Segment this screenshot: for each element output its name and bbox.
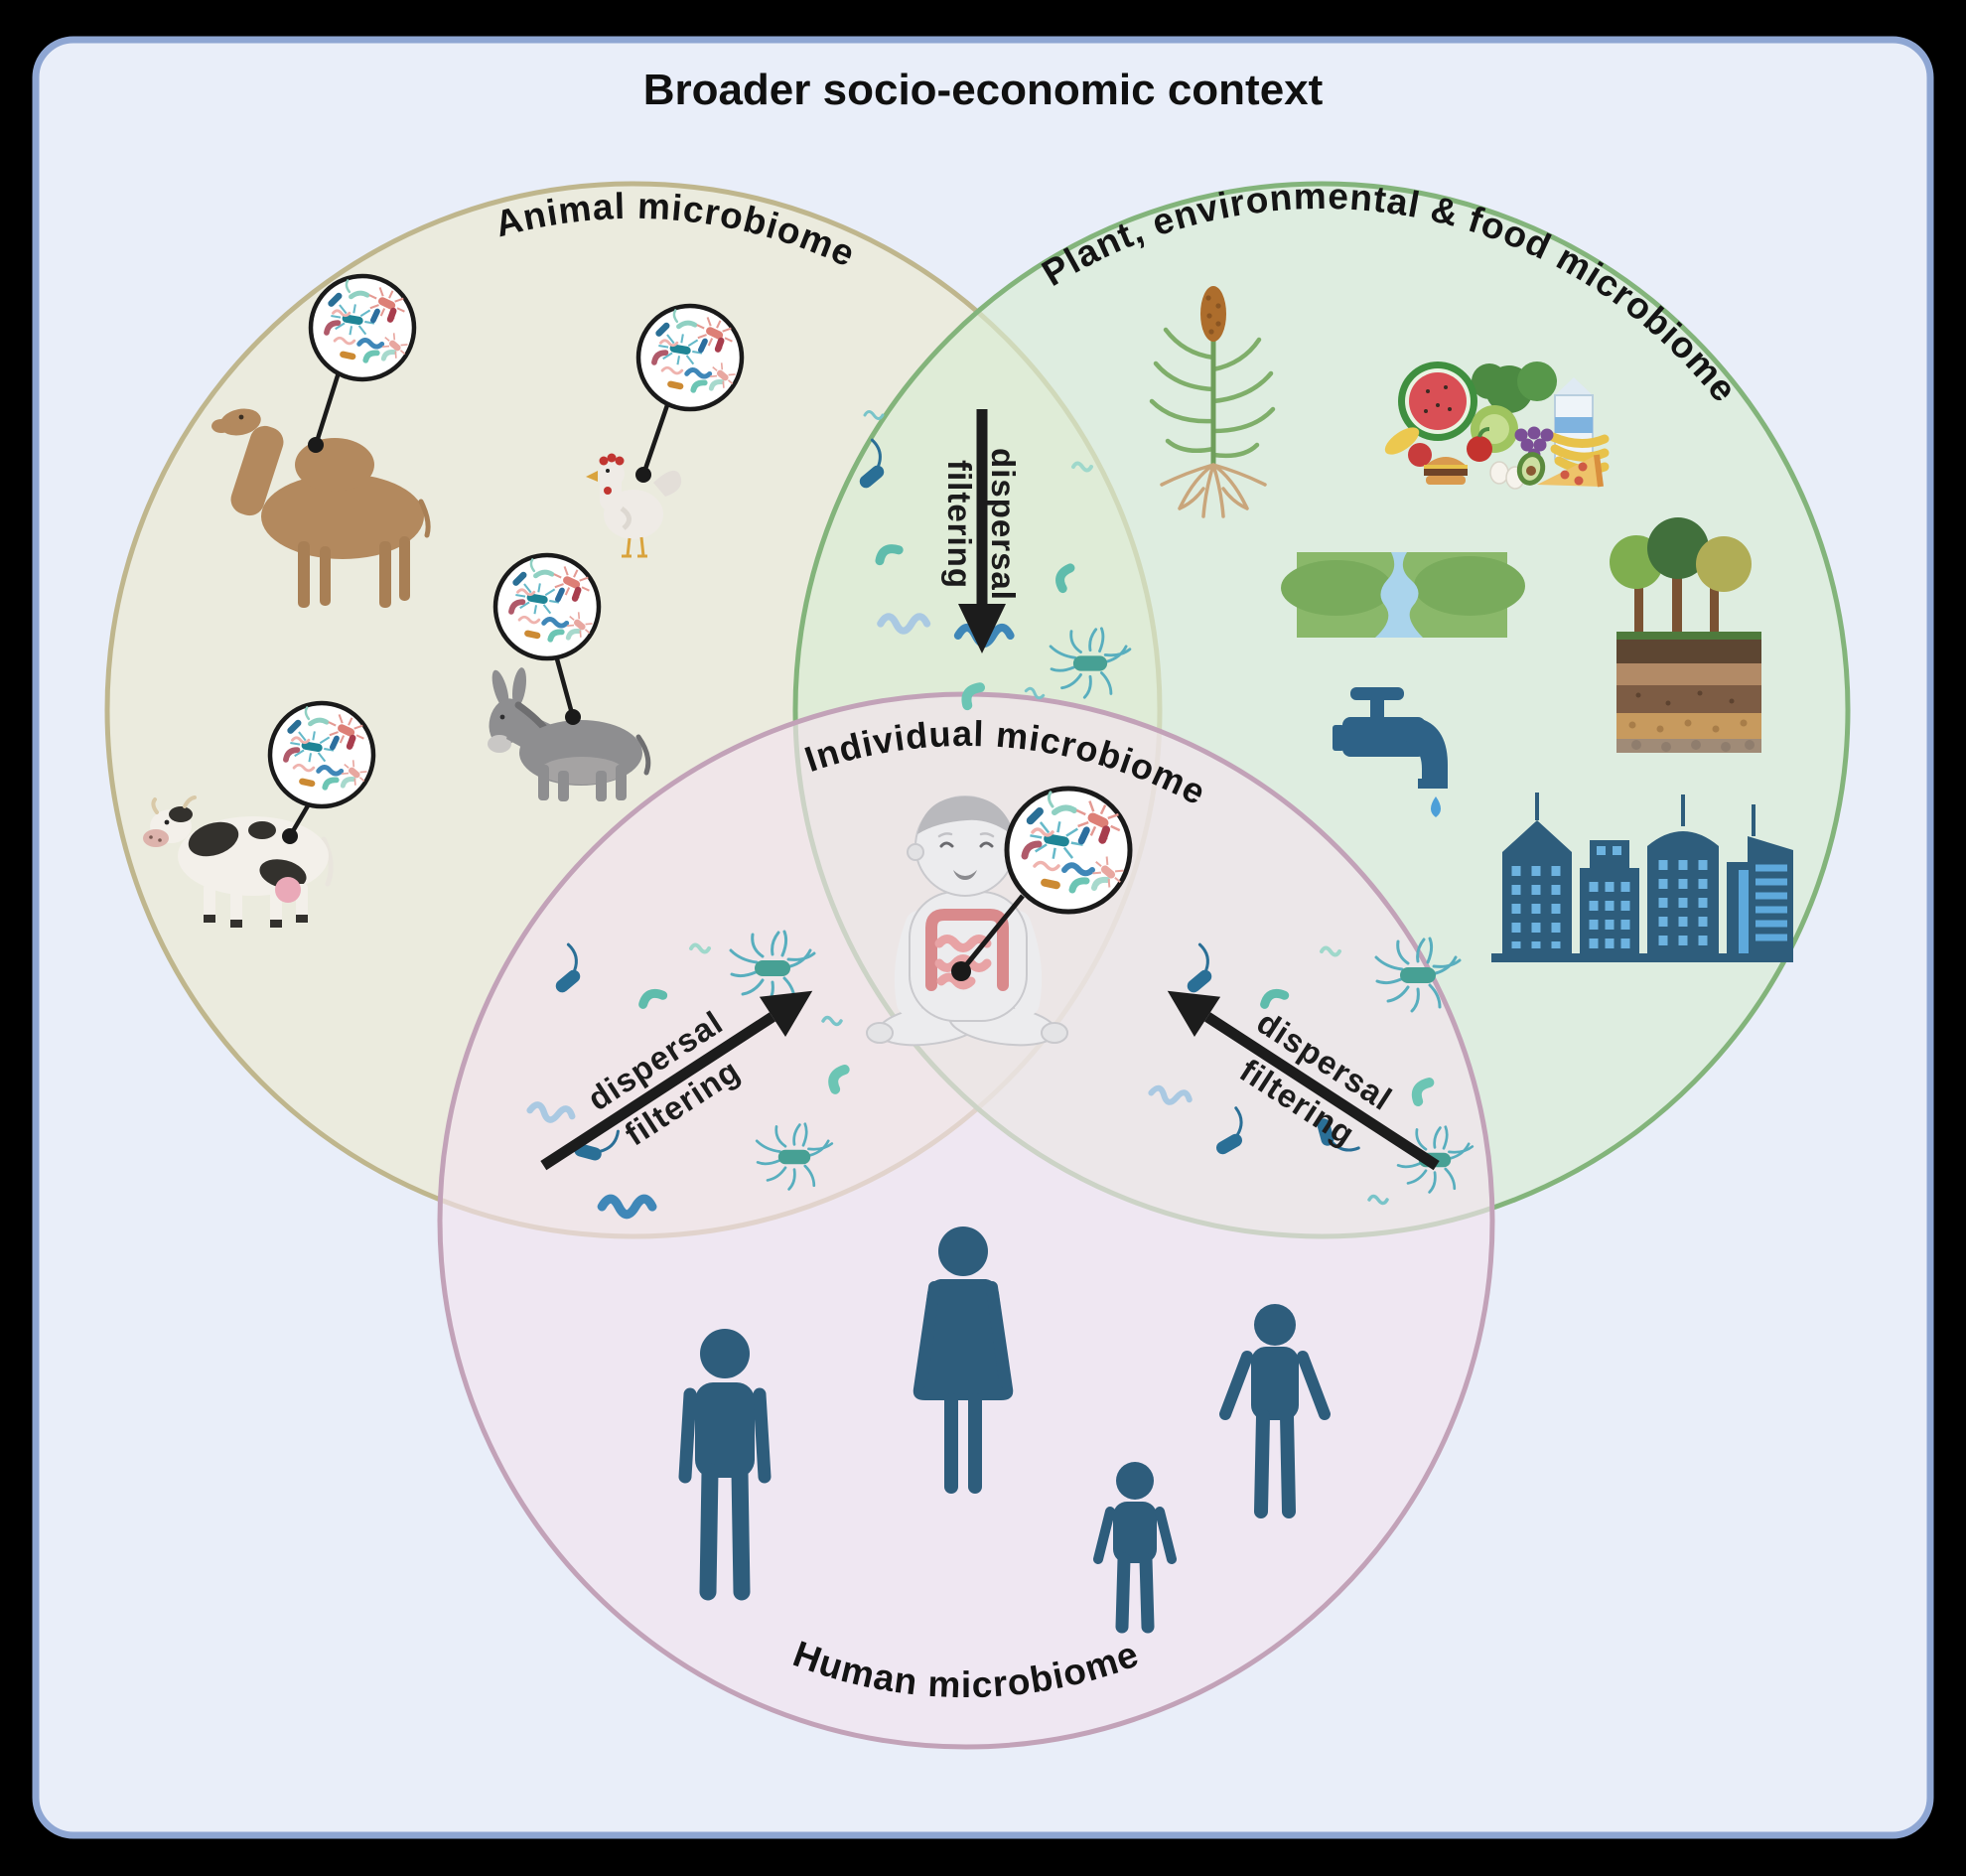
arrow-label: dispersal: [985, 448, 1022, 601]
figure-title: Broader socio-economic context: [643, 66, 1324, 114]
river-landscape-icon: [1281, 552, 1525, 638]
trees-soil-profile-icon: [1610, 517, 1761, 753]
up-left-arrow-icon: [1167, 990, 1440, 1171]
sorghum-plant-icon: [1149, 286, 1276, 518]
camel-magnifier: [308, 273, 417, 453]
dispersal-filtering-arrow-top: dispersal filtering: [941, 409, 1022, 653]
water-tap-icon: [1333, 687, 1448, 817]
water-drop-icon: [1431, 796, 1441, 817]
chicken-icon: [586, 453, 682, 558]
arrow-label: filtering: [941, 460, 978, 589]
donkey-magnifier: [492, 552, 602, 725]
baby-magnifier: [951, 786, 1133, 981]
man-icon: [678, 1329, 772, 1601]
cow-magnifier: [267, 700, 376, 844]
child-icon: [1093, 1462, 1177, 1634]
up-right-arrow-icon: [540, 990, 813, 1171]
chicken-magnifier: [635, 303, 745, 483]
food-pile-icon: [1384, 361, 1610, 490]
donkey-icon: [488, 667, 651, 801]
down-arrow-icon: [958, 409, 1006, 653]
person-open-arms-icon: [1219, 1304, 1331, 1518]
city-buildings-icon: [1491, 793, 1793, 962]
woman-icon: [913, 1227, 1014, 1494]
